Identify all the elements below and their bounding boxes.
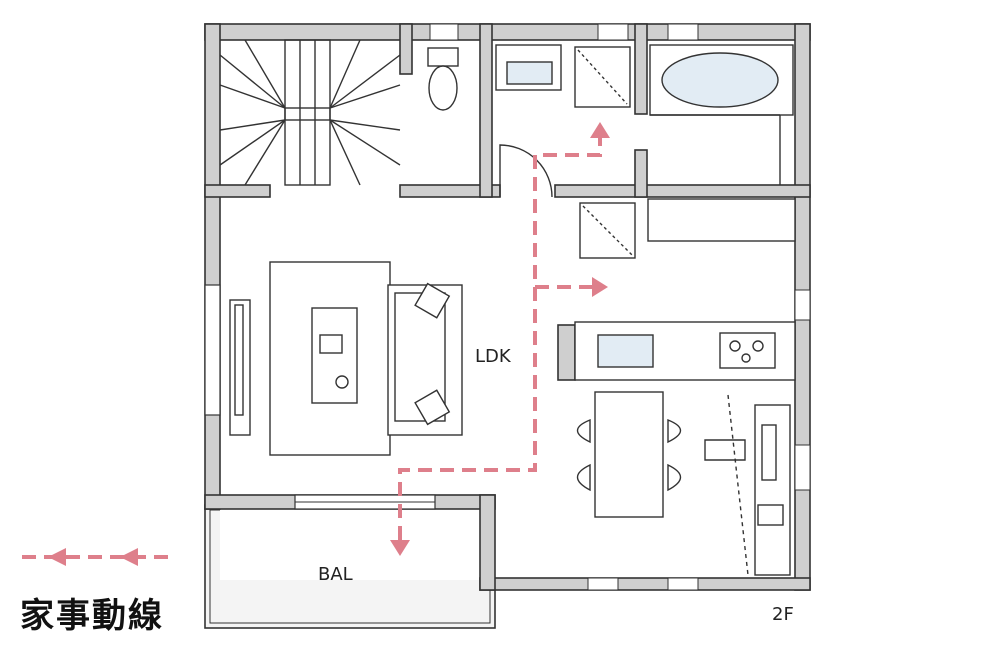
kitchen-counter xyxy=(574,321,796,381)
sofa xyxy=(387,282,463,436)
walls xyxy=(204,23,811,591)
coffee-table xyxy=(311,307,358,404)
study-desk xyxy=(704,394,791,576)
dining-chairs xyxy=(576,418,682,492)
legend-flow-line xyxy=(22,548,172,566)
room-label-balcony: BAL xyxy=(318,564,353,585)
sink-icon xyxy=(506,61,553,85)
dining-table xyxy=(594,391,664,518)
toilet xyxy=(427,47,459,111)
refrigerator xyxy=(579,202,636,259)
staircase xyxy=(219,39,401,186)
storage-counter xyxy=(647,198,796,242)
bathtub-basin xyxy=(661,52,779,108)
floor-label: 2F xyxy=(772,604,794,625)
legend-title: 家事動線 xyxy=(20,596,164,636)
room-label-ldk: LDK xyxy=(475,346,512,367)
housework-flow-line xyxy=(390,122,610,556)
washing-machine xyxy=(574,46,631,108)
